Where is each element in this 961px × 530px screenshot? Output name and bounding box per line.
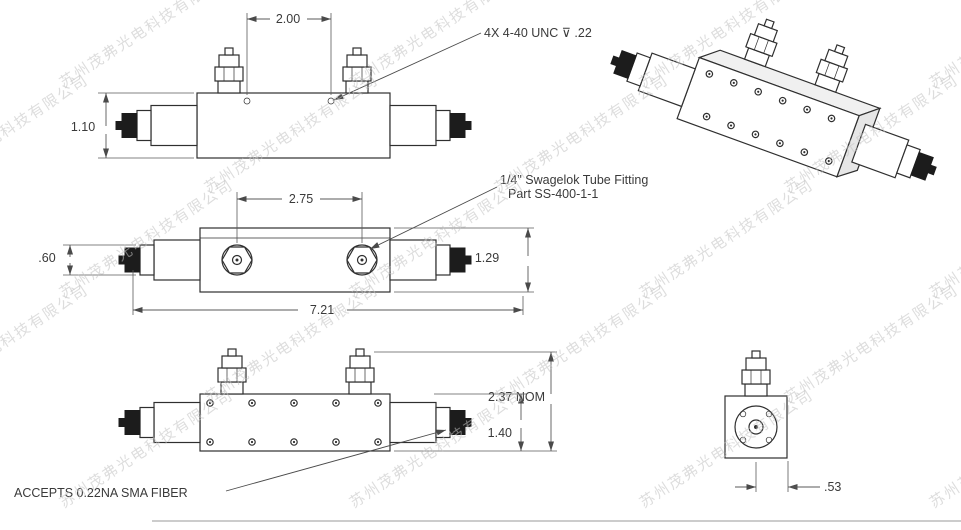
callout-swagelok-line1: 1/4" Swagelok Tube Fitting <box>500 173 648 187</box>
callout-tapped-holes: 4X 4-40 UNC ⊽ .22 <box>484 26 592 40</box>
callout-fiber: ACCEPTS 0.22NA SMA FIBER <box>14 486 188 500</box>
callout-swagelok-line2: Part SS-400-1-1 <box>508 187 598 201</box>
tapped-hole <box>243 97 251 105</box>
dim-end-offset: .53 <box>824 480 841 494</box>
dim-overall-length: 7.21 <box>310 303 334 317</box>
dim-body-height-top: 1.10 <box>71 120 95 134</box>
dim-hex-spacing: 2.75 <box>289 192 313 206</box>
tapped-hole <box>327 97 335 105</box>
end-view: .53 <box>724 350 841 494</box>
side-view: 2.75 .60 1.29 7.21 1/4" Swagelok Tube Fi… <box>38 173 648 317</box>
dim-connector-diameter: .60 <box>38 251 55 265</box>
dim-overall-height: 2.37 NOM <box>488 390 545 404</box>
dim-body-height-front: 1.40 <box>488 426 512 440</box>
isometric-view <box>604 15 943 191</box>
top-view: 2.00 1.10 4X 4-40 UNC ⊽ .22 <box>71 12 592 159</box>
dim-body-height-side: 1.29 <box>475 251 499 265</box>
dim-fitting-spacing: 2.00 <box>276 12 300 26</box>
front-view: 2.37 NOM 1.40 ACCEPTS 0.22NA SMA FIBER <box>14 348 557 500</box>
